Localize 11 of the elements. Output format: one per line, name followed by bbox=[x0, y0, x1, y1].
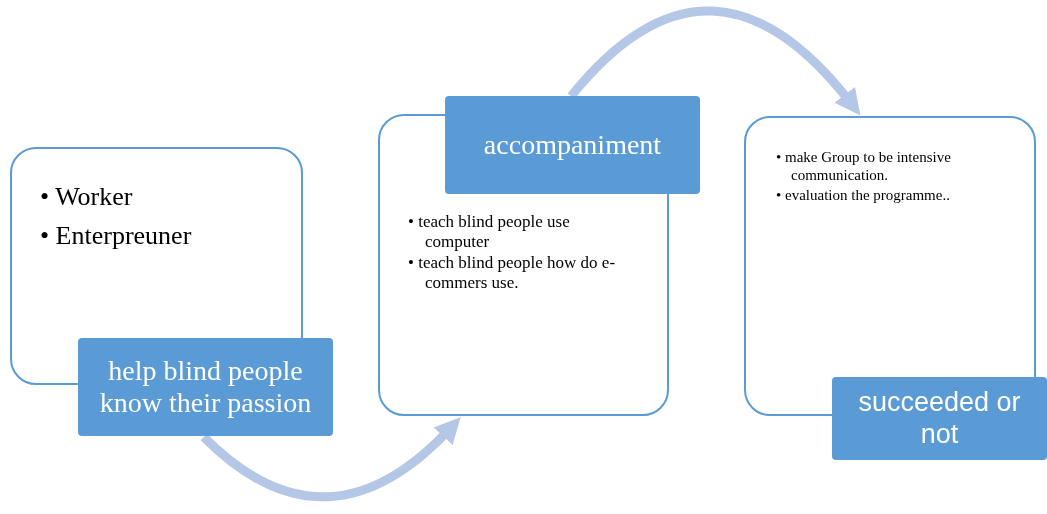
curved-arrow bbox=[567, 6, 861, 116]
heading-tab: help blind people know their passion bbox=[78, 338, 333, 436]
bullet-item: • make Group to be intensive communication. bbox=[776, 148, 952, 184]
bullet-item: • teach blind people how do e-commers use. bbox=[408, 252, 617, 294]
bullet-item: • Worker bbox=[40, 181, 134, 213]
bullet-item: • teach blind people use computer bbox=[408, 212, 571, 253]
bullet-item: • evaluation the programme.. bbox=[776, 186, 951, 204]
heading-tab: succeeded or not bbox=[832, 377, 1047, 460]
bullet-item: • Enterpreuner bbox=[40, 220, 193, 252]
curved-arrow bbox=[200, 417, 461, 502]
heading-tab: accompaniment bbox=[445, 96, 700, 194]
